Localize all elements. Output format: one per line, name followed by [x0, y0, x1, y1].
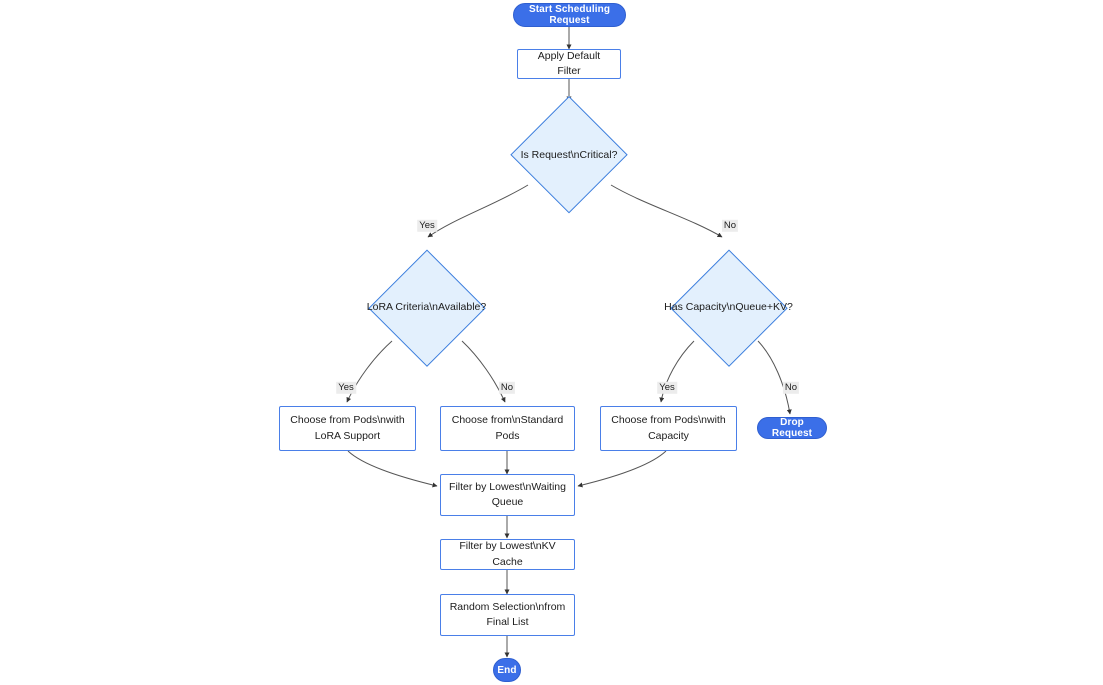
node-lora-criteria-available-label: LoRA Criteria\nAvailable? [366, 301, 487, 314]
node-end-label: End [497, 664, 517, 676]
node-has-capacity[interactable]: Has Capacity\nQueue+KV? [664, 249, 793, 366]
edge-label-critical-no: No [721, 219, 739, 233]
node-choose-standard-pods-label: Choose from\nStandard Pods [452, 413, 563, 443]
edge-label-lora-no: No [498, 381, 516, 395]
node-choose-pods-with-lora-support-label: Choose from Pods\nwith LoRA Support [290, 413, 404, 443]
label-line-2: Pods [495, 429, 520, 442]
node-end[interactable]: End [493, 658, 521, 682]
edge-label-text: Yes [338, 381, 354, 393]
edge-label-text: No [500, 381, 514, 393]
node-is-request-critical[interactable]: Is Request\nCritical? [510, 96, 628, 214]
node-random-selection-from-final-list[interactable]: Random Selection\nfrom Final List [440, 594, 575, 636]
label-line-2: Final List [486, 616, 529, 628]
edge-label-critical-yes: Yes [417, 219, 437, 233]
node-drop-request[interactable]: Drop Request [757, 417, 827, 439]
node-lora-criteria-available[interactable]: LoRA Criteria\nAvailable? [366, 249, 487, 366]
node-random-selection-from-final-list-label: Random Selection\nfrom Final List [450, 600, 566, 630]
node-filter-by-lowest-kv-cache-label: Filter by Lowest\nKV Cache [459, 540, 556, 568]
edge-podslora-to-queuefilter [347, 450, 438, 488]
edge-label-capacity-no: No [782, 381, 800, 395]
label-line-2: Queue [491, 496, 524, 508]
edge-label-capacity-yes: Yes [657, 381, 677, 395]
node-choose-pods-with-capacity[interactable]: Choose from Pods\nwith Capacity [600, 406, 737, 451]
label-line-1: Random Selection\nfrom [449, 600, 566, 613]
label-line-2: Capacity [648, 429, 689, 442]
edge-label-text: No [723, 219, 737, 231]
label-line-1: Choose from Pods\nwith [611, 414, 726, 427]
label-line-1: Choose from Pods\nwith [290, 414, 405, 427]
node-has-capacity-label: Has Capacity\nQueue+KV? [664, 301, 793, 314]
node-start[interactable]: Start Scheduling Request [513, 3, 626, 27]
edge-label-text: No [784, 381, 798, 393]
label-line-1: Filter by Lowest\nWaiting [449, 480, 566, 493]
edge-label-text: Yes [659, 381, 675, 393]
node-choose-standard-pods[interactable]: Choose from\nStandard Pods [440, 406, 575, 451]
node-apply-default-filter[interactable]: Apply Default Filter [517, 49, 621, 79]
node-choose-pods-with-lora-support[interactable]: Choose from Pods\nwith LoRA Support [279, 406, 416, 451]
label-line-1: Choose from\nStandard [451, 414, 564, 427]
label-line-2: LoRA Support [314, 429, 381, 442]
node-filter-by-lowest-kv-cache[interactable]: Filter by Lowest\nKV Cache [440, 539, 575, 570]
edge-label-lora-yes: Yes [336, 381, 356, 395]
edge-label-text: Yes [419, 219, 435, 231]
node-start-label: Start Scheduling Request [528, 4, 611, 26]
node-choose-pods-with-capacity-label: Choose from Pods\nwith Capacity [611, 413, 725, 443]
node-apply-default-filter-label: Apply Default Filter [537, 49, 601, 77]
edge-podscap-to-queuefilter [577, 450, 667, 488]
node-filter-by-lowest-waiting-queue[interactable]: Filter by Lowest\nWaiting Queue [440, 474, 575, 516]
node-is-request-critical-label: Is Request\nCritical? [520, 148, 618, 161]
node-drop-request-label: Drop Request [771, 417, 813, 439]
node-filter-by-lowest-waiting-queue-label: Filter by Lowest\nWaiting Queue [449, 480, 566, 510]
